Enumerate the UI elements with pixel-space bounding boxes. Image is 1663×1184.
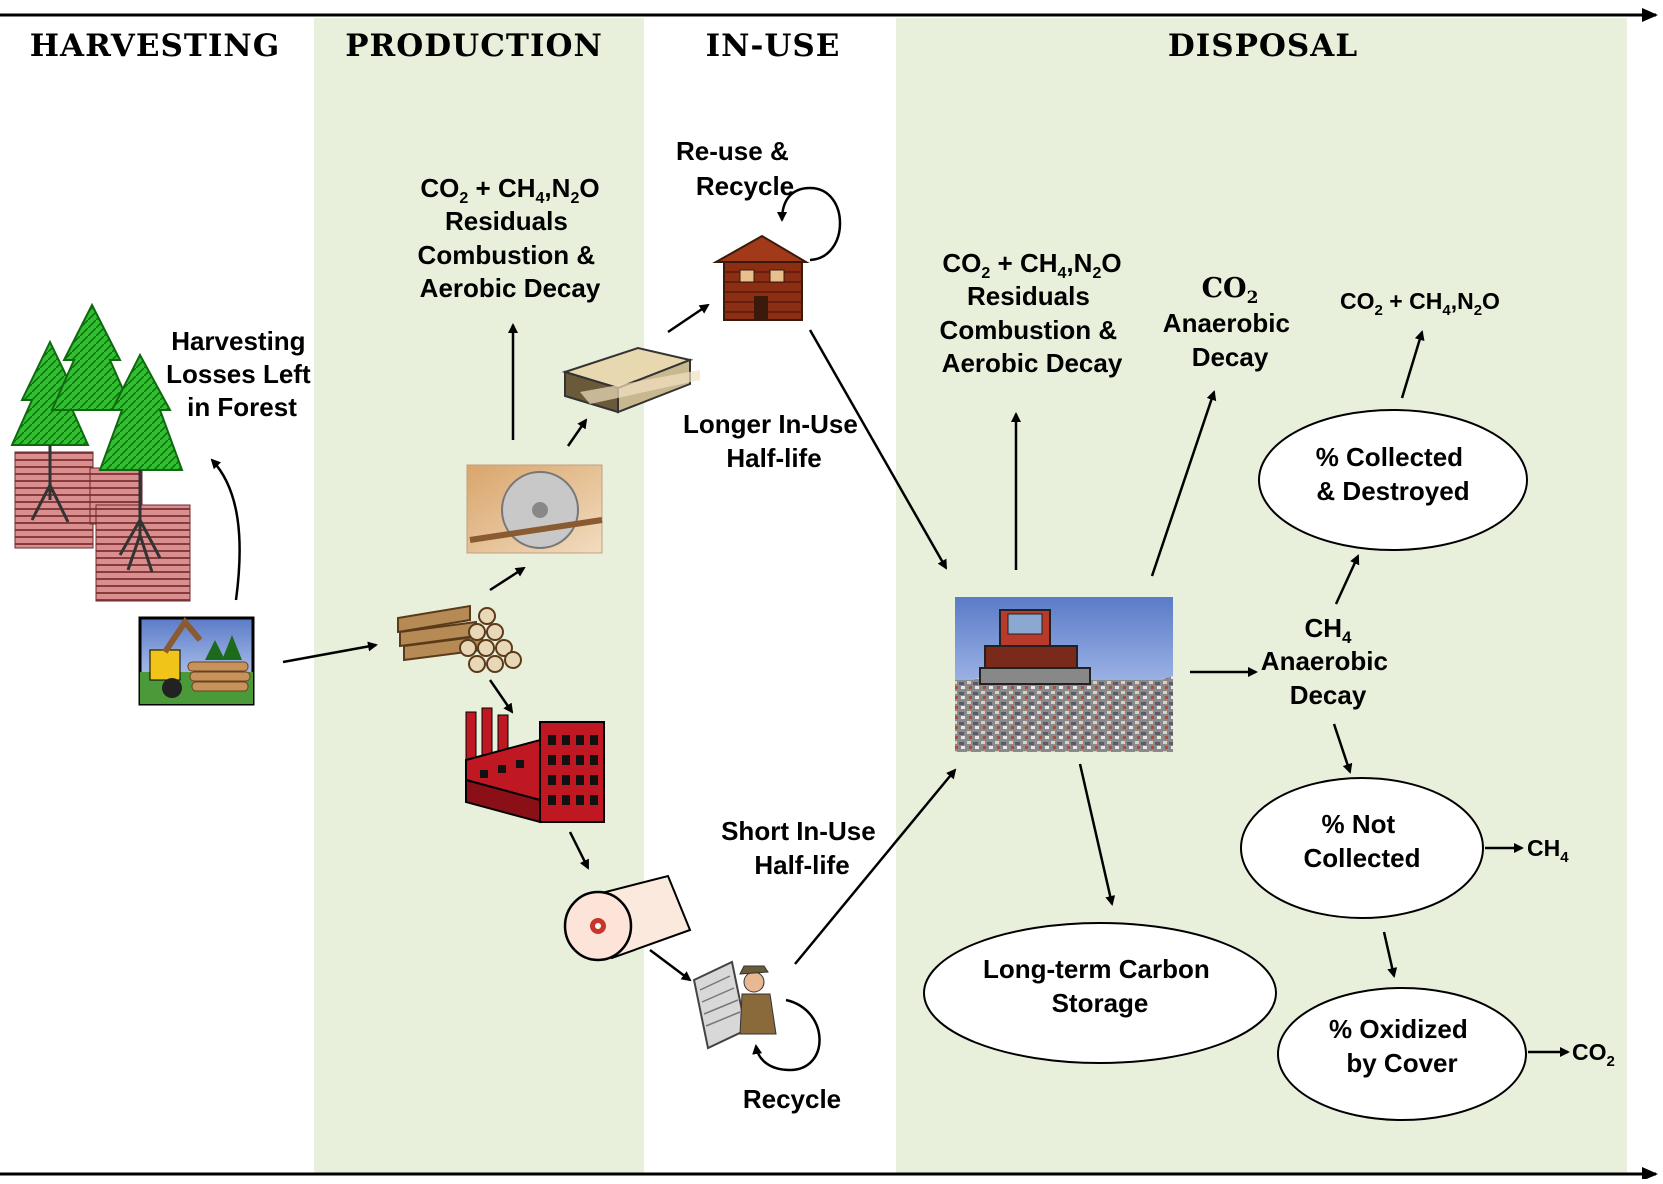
oxidized-ellipse	[1277, 987, 1527, 1121]
newspaper-reader-icon	[692, 960, 777, 1050]
arrow-lumber-to-house	[667, 303, 710, 334]
oxidized-co2-formula: CO2	[1572, 1039, 1615, 1070]
lumber-stack-icon	[561, 346, 700, 414]
arrow-collected-to-emissions	[1400, 330, 1425, 399]
sawmill-blade-icon	[466, 464, 603, 554]
arrow-factory-to-paper	[568, 831, 590, 870]
arrow-house-to-landfill	[808, 329, 948, 570]
production-band	[314, 18, 644, 1173]
arrow-not-collected-to-oxidized	[1382, 931, 1398, 978]
arrow-logs-to-factory	[488, 679, 514, 714]
longer-half-life-label: Longer In-Use Half-life	[683, 409, 865, 473]
arrow-landfill-to-storage	[1078, 763, 1116, 906]
arrow-paper-to-reader	[649, 949, 692, 982]
trees-icon	[10, 302, 191, 602]
landfill-bulldozer-icon	[955, 597, 1173, 752]
stage-disposal: DISPOSAL	[1168, 28, 1358, 64]
short-half-life-label: Short In-Use Half-life	[721, 816, 883, 880]
arrow-ch4-to-not-collected	[1332, 723, 1353, 774]
recycle-label: Recycle	[743, 1084, 841, 1114]
stage-production: PRODUCTION	[345, 28, 603, 64]
wood-house-icon	[712, 234, 810, 321]
arrow-saw-to-lumber	[566, 418, 588, 447]
arrow-reader-to-landfill	[794, 768, 957, 965]
long-term-storage-ellipse	[923, 922, 1277, 1064]
arrow-to-harvest-losses	[210, 458, 241, 601]
stage-in-use: IN-USE	[706, 28, 841, 64]
anaerobic-co2-formula: CO2	[1202, 273, 1259, 308]
arrow-harvester-to-logs	[282, 641, 378, 664]
arrow-landfill-to-anaerobic-co2	[1150, 390, 1217, 577]
log-pile-icon	[397, 604, 522, 673]
arrow-logs-to-saw	[489, 566, 526, 592]
collected-destroyed-label: % Collected & Destroyed	[1316, 442, 1471, 506]
log-harvester-icon	[138, 616, 255, 706]
disposal-emissions-label: Residuals Combustion & Aerobic Decay	[940, 281, 1125, 378]
production-emissions-formula: CO2 + CH4,N2O	[420, 173, 599, 207]
ch4-anaerobic-formula: CH4	[1304, 613, 1352, 647]
production-emissions-label: Residuals Combustion & Aerobic Decay	[418, 206, 603, 303]
reuse-recycle-label: Re-use & Recycle	[676, 136, 796, 201]
oxidized-label: % Oxidized by Cover	[1329, 1014, 1475, 1078]
arrow-ch4-to-collected	[1334, 554, 1360, 605]
paper-roll-icon	[563, 874, 692, 962]
stage-harvesting: HARVESTING	[30, 28, 280, 64]
harvest-losses-label: Harvesting Losses Left in Forest	[166, 326, 318, 422]
not-collected-label: % Not Collected	[1303, 809, 1420, 873]
not-collected-ch4-formula: CH4	[1527, 835, 1569, 866]
anaerobic-co2-label: Anaerobic Decay	[1163, 308, 1297, 372]
paper-mill-icon	[465, 707, 605, 824]
ch4-anaerobic-label: Anaerobic Decay	[1261, 646, 1395, 710]
not-collected-ellipse	[1240, 777, 1484, 919]
collected-destroyed-ellipse	[1258, 409, 1528, 551]
collected-emissions-formula: CO2 + CH4,N2O	[1340, 288, 1500, 319]
recycle-loop-arrow	[752, 998, 821, 1072]
reuse-loop-arrow	[777, 186, 842, 262]
disposal-emissions-formula: CO2 + CH4,N2O	[942, 248, 1121, 282]
long-term-storage-label: Long-term Carbon Storage	[983, 954, 1217, 1018]
